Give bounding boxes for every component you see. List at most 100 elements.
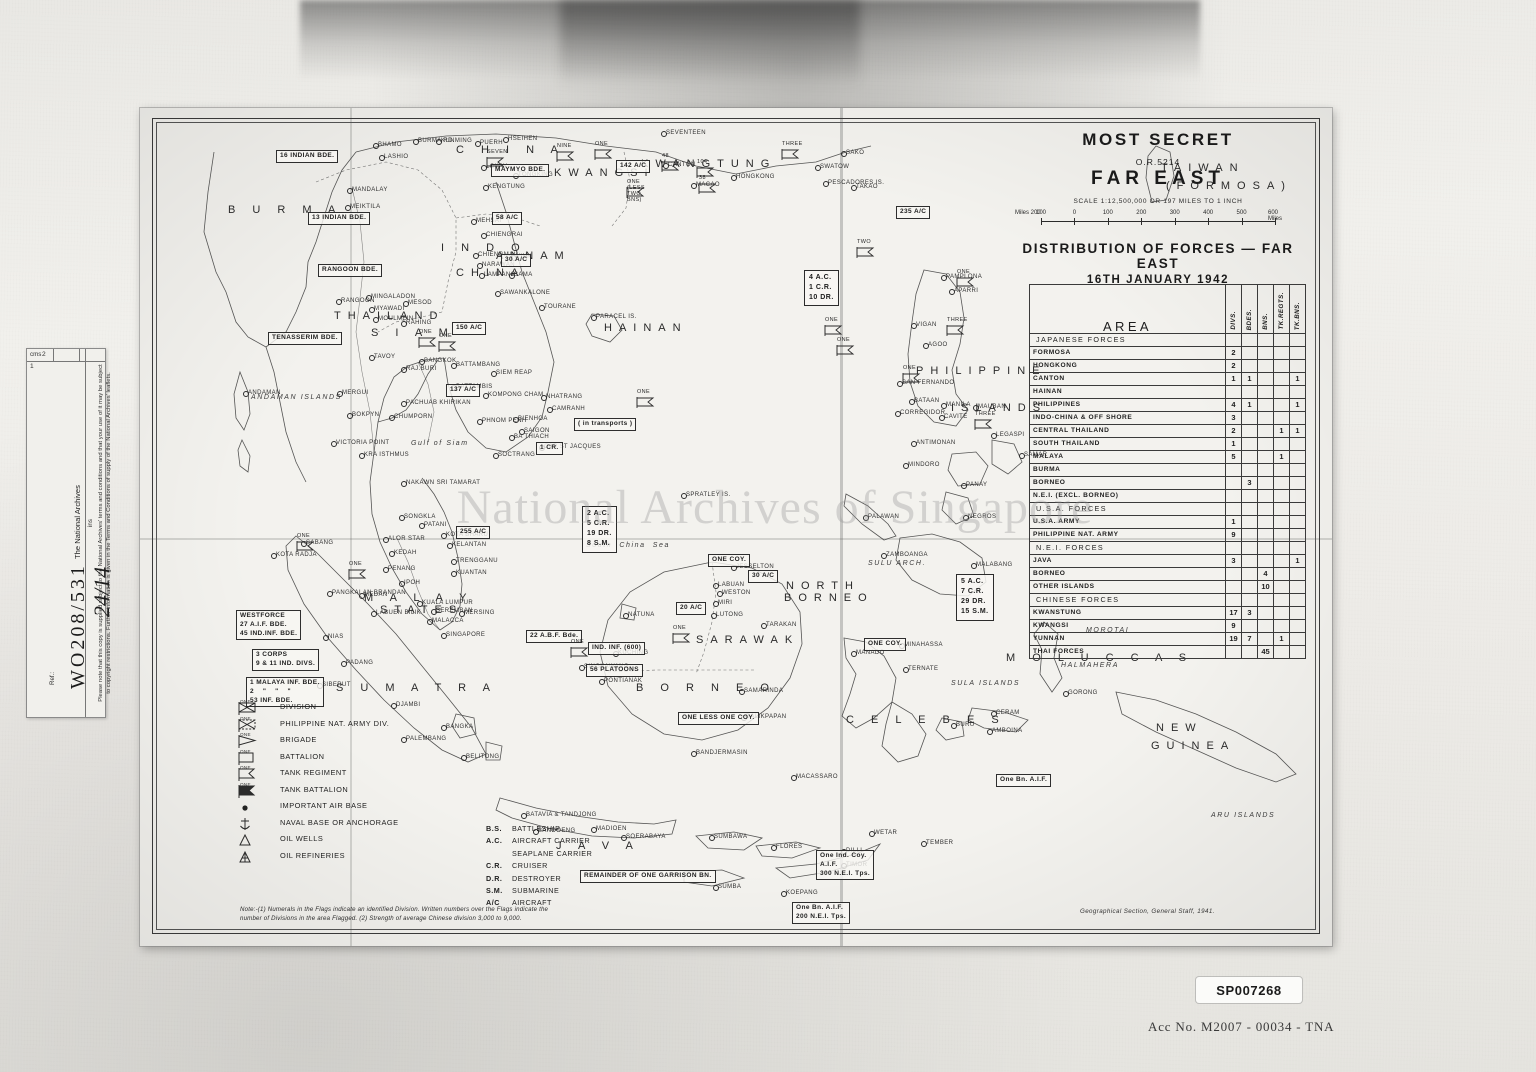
map-place-marker — [519, 429, 525, 435]
table-cell — [1257, 593, 1274, 607]
map-fleet-box-fleet-celebes: 5 A.C. 7 C.R. 29 DR. 15 S.M. — [956, 574, 994, 621]
map-place-marker — [991, 433, 997, 439]
map-flag-caption: ONE — [439, 333, 453, 339]
map-place-label: MACAO — [696, 182, 721, 188]
map-flag-caption: ONE — [825, 317, 839, 323]
table-cell — [1289, 450, 1306, 464]
table-cell — [1241, 333, 1258, 347]
map-place-marker — [481, 165, 487, 171]
map-place-marker — [971, 563, 977, 569]
map-country-label: CHINA — [456, 267, 526, 279]
map-place-marker — [451, 559, 457, 565]
table-cell — [1257, 502, 1274, 516]
map-place-marker — [399, 581, 405, 587]
map-place-marker — [477, 419, 483, 425]
table-area-cell: CENTRAL THAILAND — [1029, 424, 1226, 438]
map-place-label: KUNMING — [441, 138, 473, 144]
table-cell: 2 — [1225, 346, 1242, 360]
map-place-marker — [373, 317, 379, 323]
map-place-marker — [401, 367, 407, 373]
map-place-marker — [911, 323, 917, 329]
table-cell — [1273, 463, 1290, 477]
map-place-marker — [413, 139, 419, 145]
map-place-label: CAVITE — [944, 414, 968, 420]
map-unit-box-137-ac: 137 A/C — [446, 384, 481, 397]
map-place-marker — [923, 343, 929, 349]
map-country-label: B O R N E O — [636, 682, 776, 694]
naval-code-row: D.R.DESTROYER — [486, 873, 686, 885]
map-place-marker — [841, 151, 847, 157]
map-place-marker — [951, 723, 957, 729]
map-place-marker — [681, 493, 687, 499]
map-place-label: PADANG — [346, 660, 374, 666]
map-place-marker — [495, 291, 501, 297]
table-cell: 1 — [1273, 424, 1290, 438]
map-place-label: SONGKLA — [404, 514, 436, 520]
map-force-flag: ONE — [902, 365, 928, 386]
map-place-label: LASHIO — [384, 154, 409, 160]
map-country-label: S U M A T R A — [336, 682, 497, 694]
map-place-label: MIRI — [718, 600, 733, 606]
table-area-cell: BORNEO — [1029, 476, 1226, 490]
table-area-cell: U.S.A. ARMY — [1029, 515, 1226, 529]
map-country-label: SARAWAK — [696, 634, 800, 646]
map-place-marker — [341, 661, 347, 667]
table-area-cell: KWANSTUNG — [1029, 606, 1226, 620]
map-place-label: MERGUI — [342, 390, 369, 396]
naval-code-row: S.M.SUBMARINE — [486, 885, 686, 897]
table-cell: 2 — [1225, 359, 1242, 373]
table-cell — [1241, 619, 1258, 633]
table-cell — [1257, 424, 1274, 438]
table-cell — [1257, 359, 1274, 373]
map-place-label: KENGTUNG — [488, 184, 526, 190]
map-place-marker — [709, 835, 715, 841]
table-cell — [1273, 515, 1290, 529]
ruler-cm-2: 2 — [42, 351, 46, 358]
map-place-label: MACASSARO — [796, 774, 838, 780]
table-area-cell: N.E.I. (EXCL. BORNEO) — [1029, 489, 1226, 503]
map-unit-box-rangoon-bde: RANGOON BDE. — [318, 264, 383, 277]
map-force-flag: TWO — [856, 239, 882, 260]
map-place-marker — [513, 417, 519, 423]
classification-heading: MOST SECRET — [1082, 130, 1234, 149]
table-cell — [1273, 593, 1290, 607]
map-place-label: MEHSAI — [476, 218, 502, 224]
title-block: MOST SECRET O.R.5214 FAR EAST SCALE 1:12… — [1010, 130, 1306, 286]
map-place-label: NATUNA — [628, 612, 655, 618]
map-place-label: MERSING — [464, 610, 495, 616]
table-cell — [1257, 554, 1274, 568]
map-place-label: NIAS — [328, 634, 344, 640]
scale-tick — [1208, 218, 1210, 225]
table-cell — [1289, 606, 1306, 620]
map-flag-caption: ONE — [903, 365, 917, 371]
map-place-label: BOKPYN — [352, 412, 380, 418]
map-place-marker — [903, 463, 909, 469]
map-place-marker — [441, 725, 447, 731]
map-place-label: HONGKONG — [736, 174, 775, 180]
table-group-row: N.E.I. FORCES — [1029, 541, 1306, 555]
table-cell — [1257, 437, 1274, 451]
map-flag-caption: ONE — [957, 269, 971, 275]
map-place-label: GORONG — [1068, 690, 1098, 696]
map-place-label: LUTONG — [716, 612, 744, 618]
table-cell — [1257, 541, 1274, 555]
map-place-marker — [591, 827, 597, 833]
table-cell — [1289, 385, 1306, 399]
map-place-label: SPRATLEY IS. — [686, 492, 731, 498]
map-place-marker — [731, 175, 737, 181]
map-unit-box-3-corps: 3 CORPS 9 & 11 IND. DIVS. — [252, 649, 320, 671]
map-place-marker — [327, 591, 333, 597]
scale-tick-label: 600 Miles — [1268, 210, 1283, 222]
oil-wells-icon — [236, 832, 274, 848]
map-place-label: MESOD — [408, 300, 433, 306]
map-unit-box-150-ac-malaya: 150 A/C — [452, 322, 487, 335]
map-flag-caption: ONE — [419, 329, 433, 335]
map-place-marker — [359, 593, 365, 599]
legend-flag-caption: ONE — [240, 781, 251, 787]
